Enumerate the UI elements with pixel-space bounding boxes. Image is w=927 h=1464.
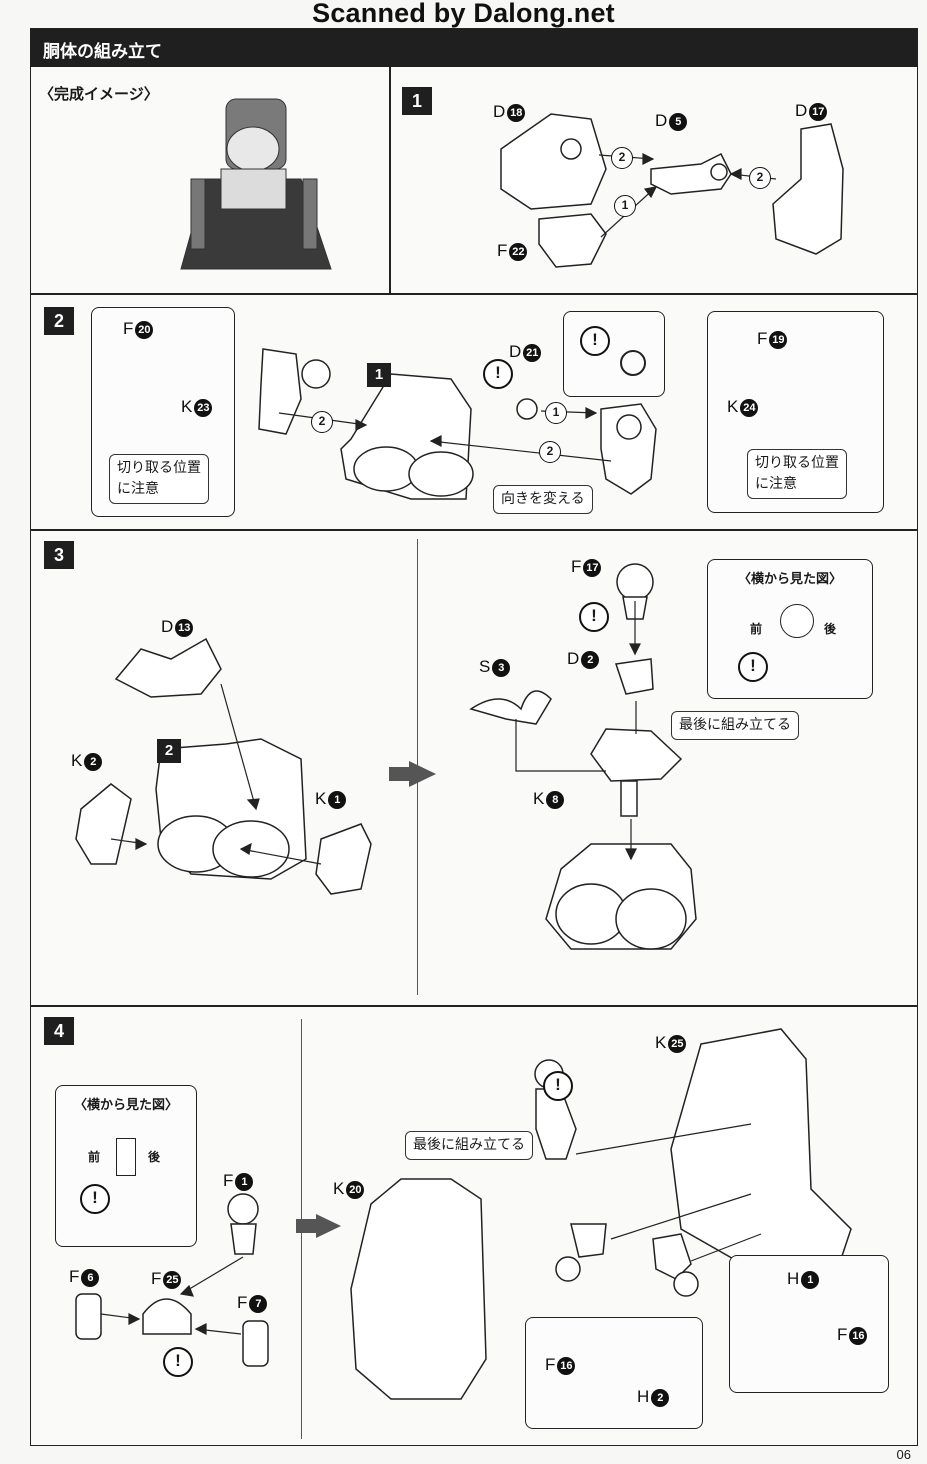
order-badge-2c: 2: [539, 441, 561, 463]
instruction-page: 胴体の組み立て 〈完成イメージ〉: [30, 28, 918, 1446]
back-label-3: 後: [824, 622, 837, 636]
step-number-4: 4: [44, 1017, 74, 1045]
line-art-layer: [75, 98, 886, 1412]
warning-icon-side-3: !: [738, 652, 768, 682]
step4-bottom-callout: [525, 1317, 703, 1429]
side-view-callout-3: 〈横から見た図〉 前 後 !: [707, 559, 873, 699]
step3-big-arrow: [409, 761, 436, 787]
front-label-3: 前: [750, 622, 763, 636]
order-badge-1: 2: [611, 147, 633, 169]
front-label-4: 前: [88, 1150, 101, 1164]
warning-icon-side-4: !: [80, 1184, 110, 1214]
side-view-title-3: 〈横から見た図〉: [737, 572, 842, 587]
assemble-last-note-3: 最後に組み立てる: [671, 711, 799, 740]
scan-watermark: Scanned by Dalong.net: [312, 0, 615, 28]
section-title: 胴体の組み立て: [43, 42, 162, 62]
preview-figure: [180, 98, 332, 270]
turn-direction-note: 向きを変える: [493, 485, 593, 514]
warning-icon-joint: !: [543, 1071, 573, 1101]
warning-icon-f17: !: [579, 602, 609, 632]
ref-step-2: 2: [157, 739, 181, 763]
order-badge-2: 2: [749, 167, 771, 189]
cut-position-note-left: 切り取る位置に注意: [109, 454, 209, 504]
warning-icon-callout: !: [580, 326, 610, 356]
side-view-callout-4: 〈横から見た図〉 前 後 !: [55, 1085, 197, 1247]
step-number-1: 1: [402, 87, 432, 115]
step2-mid-callout: !: [563, 311, 665, 397]
order-badge-2a: 2: [311, 411, 333, 433]
warning-icon-f25: !: [163, 1347, 193, 1377]
side-view-part-3: [780, 604, 814, 638]
step1-art: [500, 113, 844, 268]
preview-label: 〈完成イメージ〉: [39, 85, 159, 103]
assemble-last-note-4: 最後に組み立てる: [405, 1131, 533, 1160]
ring-detail: [620, 350, 646, 376]
back-label-4: 後: [148, 1150, 161, 1164]
ref-step-1: 1: [367, 363, 391, 387]
side-view-title-4: 〈横から見た図〉: [73, 1098, 178, 1113]
step-number-2: 2: [44, 307, 74, 335]
warning-icon-d21: !: [483, 359, 513, 389]
step3-arrows: [110, 601, 641, 865]
divider-col1: [389, 67, 391, 293]
step-number-3: 3: [44, 541, 74, 569]
step3-art: [75, 563, 697, 950]
cut-position-note-right: 切り取る位置に注意: [747, 449, 847, 499]
divider-row1: [31, 293, 917, 295]
order-badge-2b: 1: [545, 402, 567, 424]
step4-big-arrow: [316, 1214, 341, 1238]
page-number: 06: [896, 1447, 911, 1462]
order-badge-3: 1: [614, 195, 636, 217]
divider-row3: [31, 1005, 917, 1007]
divider-row2: [31, 529, 917, 531]
side-view-part-4: [116, 1138, 136, 1176]
section-header: 胴体の組み立て: [31, 29, 917, 67]
